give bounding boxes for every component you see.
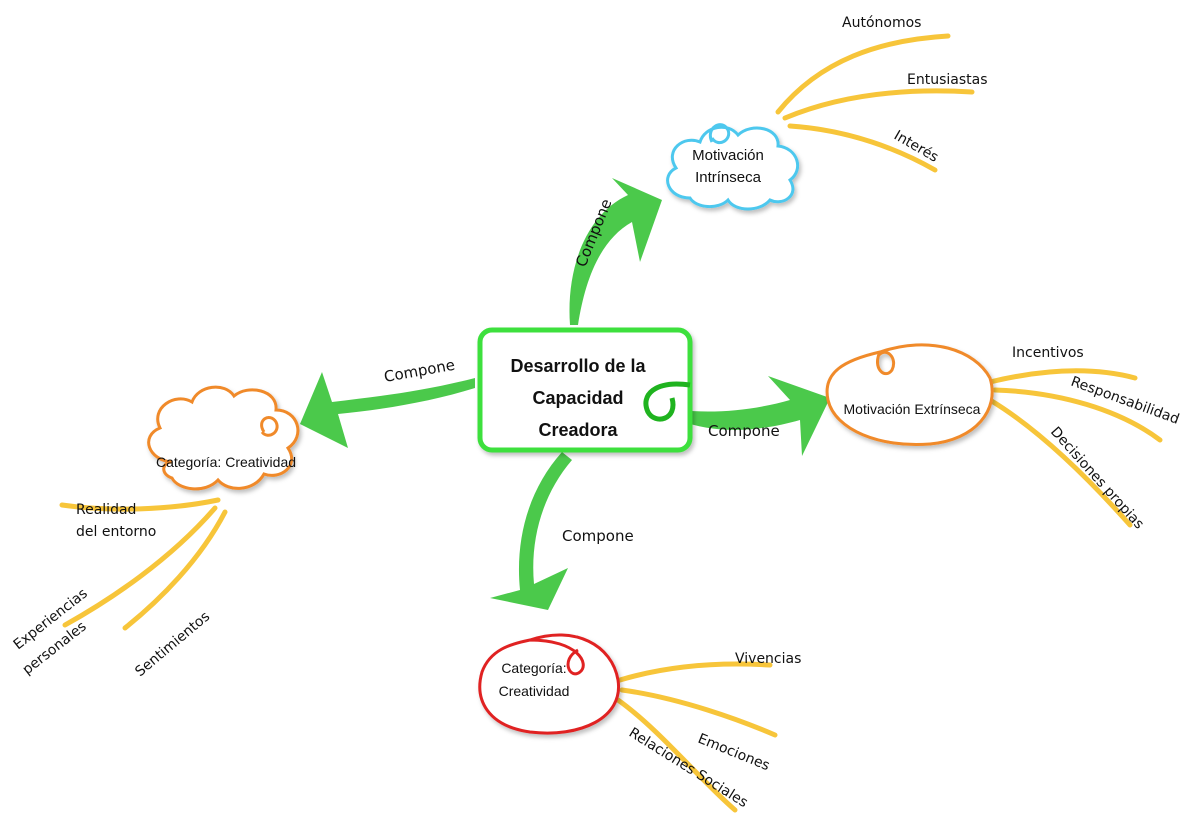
node-title: Creatividad xyxy=(499,683,570,699)
branches-extrinseca xyxy=(987,368,1163,528)
branch-label: Relaciones Sociales xyxy=(626,725,751,811)
branch-labels-creatividad-left: Realidad del entorno Experiencias person… xyxy=(11,502,214,680)
branch-line xyxy=(787,123,938,173)
branch-line xyxy=(987,397,1133,528)
branch-label: Decisiones propias xyxy=(1047,424,1147,532)
branch-line xyxy=(619,687,778,738)
branch-line xyxy=(987,368,1138,385)
branches-creatividad-left xyxy=(59,497,228,631)
branch-label: Sentimientos xyxy=(132,609,213,680)
connector-label: Compone xyxy=(708,422,780,440)
connector-label: Compone xyxy=(562,527,634,545)
loop-shape xyxy=(478,633,620,735)
branch-label: Emociones xyxy=(696,731,772,774)
branch-label: Incentivos xyxy=(1012,345,1084,361)
central-node[interactable]: Desarrollo de la Capacidad Creadora xyxy=(477,327,693,453)
branch-line xyxy=(775,33,951,115)
node-title: Motivación xyxy=(692,147,764,164)
branch-line xyxy=(62,505,218,628)
arrow-up-right xyxy=(569,178,662,325)
cloud-loop xyxy=(708,123,731,144)
cloud-shape xyxy=(666,125,800,211)
arrow-left xyxy=(300,372,475,448)
node-motivacion-extrinseca[interactable]: Motivación Extrínseca xyxy=(825,343,994,447)
branch-line xyxy=(617,661,773,683)
branches-creatividad-bottom xyxy=(615,661,778,813)
branch-line xyxy=(615,697,738,813)
branch-line xyxy=(122,509,228,631)
central-node-frame xyxy=(477,327,693,453)
branch-line xyxy=(59,497,221,512)
cloud-shape xyxy=(147,385,300,491)
branch-label: Autónomos xyxy=(842,15,921,31)
node-categoria-creatividad-bottom[interactable]: Categoría: Creatividad xyxy=(478,633,620,735)
node-categoria-creatividad-left[interactable]: Categoría: Creatividad xyxy=(147,385,300,491)
branch-label: del entorno xyxy=(76,524,156,540)
loop-shape xyxy=(825,343,994,447)
node-motivacion-intrinseca[interactable]: Motivación Intrínseca xyxy=(666,123,800,211)
arrow-right xyxy=(678,376,830,456)
branches-intrinseca xyxy=(775,33,975,173)
node-title: Categoría: Creatividad xyxy=(156,454,296,470)
connector-label: Compone xyxy=(383,356,457,386)
node-title: Motivación Extrínseca xyxy=(844,401,981,417)
central-node-loop xyxy=(643,381,691,422)
branch-label: Entusiastas xyxy=(907,72,988,88)
node-title: Categoría: xyxy=(501,660,566,676)
connector-arrows xyxy=(300,178,830,610)
branch-label: Realidad xyxy=(76,502,136,518)
central-node-title-line3: Creadora xyxy=(538,420,618,440)
central-node-title-line1: Desarrollo de la xyxy=(510,356,646,376)
branch-line xyxy=(992,387,1163,443)
branch-label: Vivencias xyxy=(735,651,801,667)
node-title: Intrínseca xyxy=(695,169,762,186)
arrow-down xyxy=(490,452,572,610)
cloud-loop xyxy=(260,416,279,437)
central-node-title-line2: Capacidad xyxy=(532,388,623,408)
branch-line xyxy=(782,88,975,121)
